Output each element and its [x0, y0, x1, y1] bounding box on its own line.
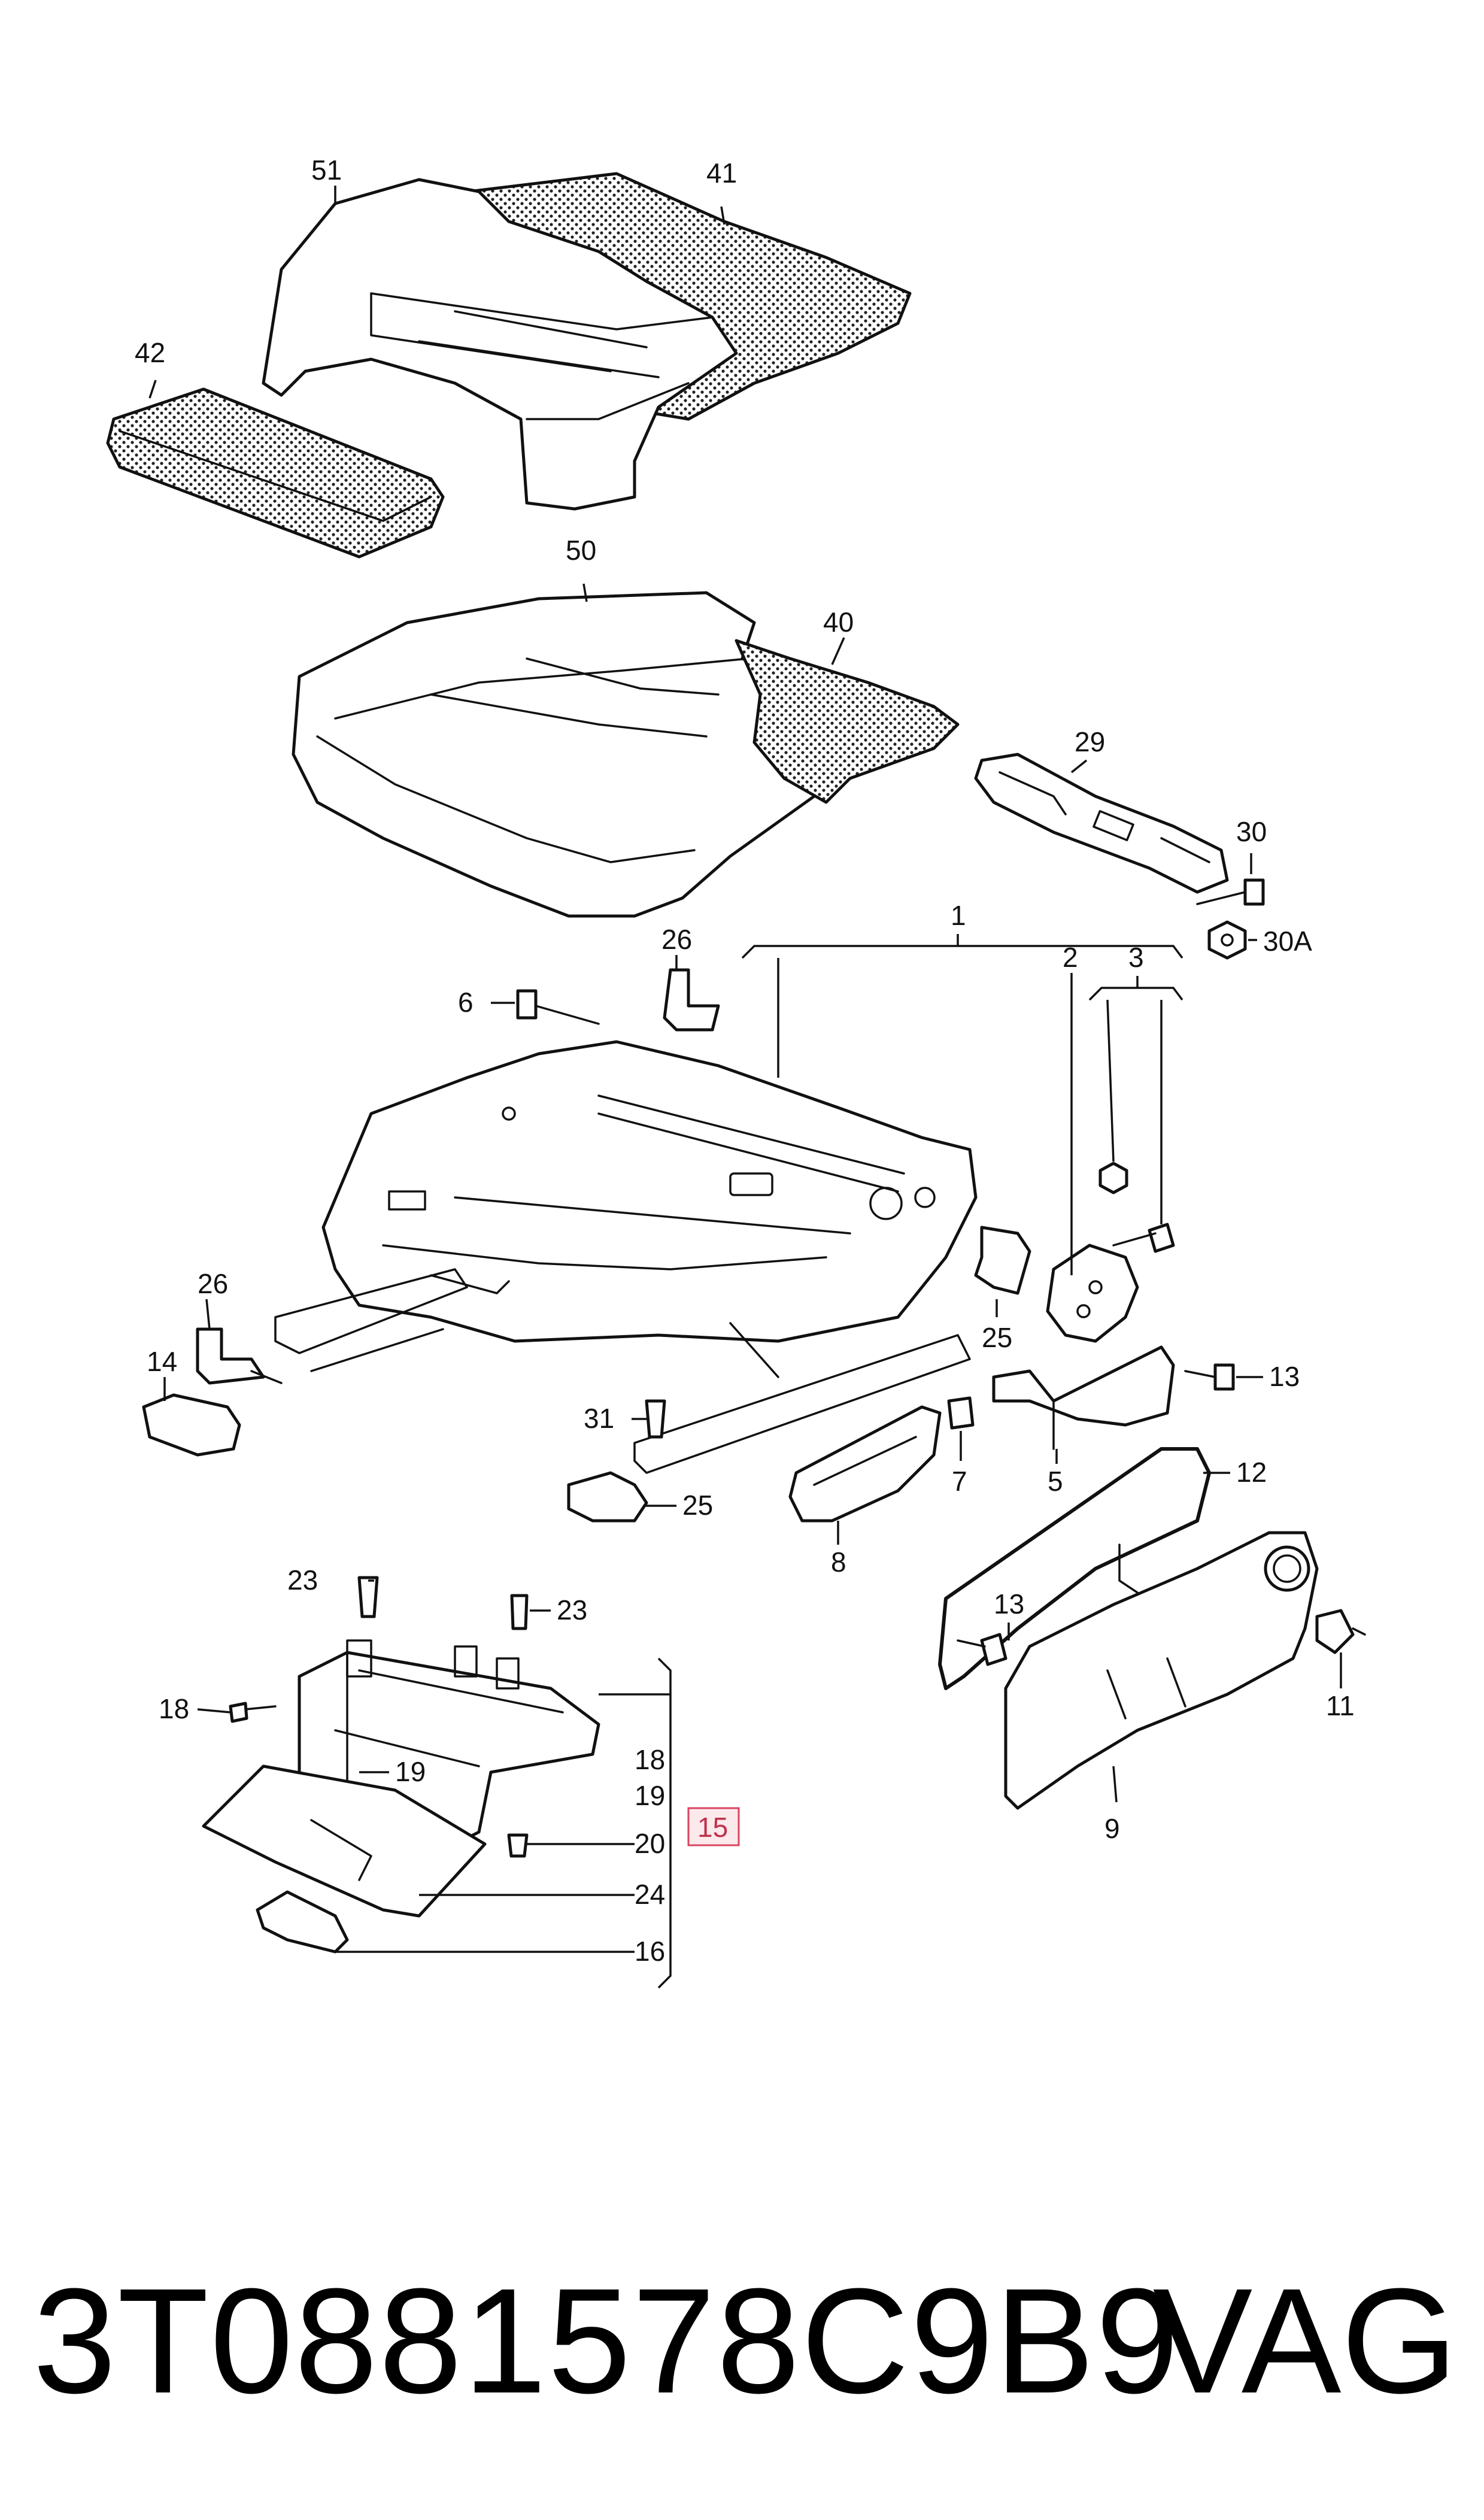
- bolt-6: [516, 989, 600, 1025]
- callout-12: 12: [1236, 1457, 1267, 1488]
- callout-1: 1: [951, 900, 966, 931]
- callout-25-right: 25: [982, 1322, 1012, 1353]
- callout-42: 42: [135, 337, 165, 368]
- part-number: 3T0881578C9B9: [33, 2257, 1180, 2424]
- callout-19-left: 19: [395, 1756, 426, 1787]
- highlighted-part-box: [687, 1807, 740, 1846]
- screw-13a: [1184, 1363, 1235, 1391]
- brand-label: VAG: [1152, 2257, 1458, 2424]
- cover-8: [788, 1405, 942, 1523]
- callout-18-right: 18: [635, 1744, 665, 1775]
- callout-8: 8: [831, 1546, 846, 1578]
- nut-3: [1098, 1162, 1128, 1194]
- drawer-24: [202, 1764, 487, 1918]
- callout-40: 40: [823, 607, 854, 638]
- bolt-20: [507, 1833, 529, 1858]
- callout-30a: 30A: [1263, 926, 1312, 957]
- seat-cover-51: [262, 178, 738, 511]
- callout-23-right: 23: [557, 1594, 587, 1626]
- callout-51: 51: [311, 154, 342, 186]
- footer: 3T0881578C9B9 VAG: [33, 2251, 1458, 2449]
- callout-5: 5: [1048, 1466, 1063, 1497]
- side-trim-9: [1004, 1531, 1319, 1810]
- bolt-3: [1112, 1223, 1175, 1253]
- callout-20: 20: [635, 1828, 665, 1859]
- callout-13-right: 13: [1269, 1361, 1300, 1392]
- callout-3: 3: [1128, 942, 1144, 973]
- callout-13-lower: 13: [994, 1588, 1024, 1620]
- callout-18-left: 18: [159, 1693, 189, 1724]
- clip-7: [947, 1396, 975, 1430]
- callout-24: 24: [635, 1879, 665, 1910]
- drawer-handle-16: [256, 1890, 349, 1954]
- callout-11: 11: [1326, 1690, 1355, 1721]
- callout-30: 30: [1236, 816, 1267, 847]
- callout-16: 16: [635, 1936, 665, 1967]
- callout-26-top: 26: [661, 924, 692, 955]
- callout-14: 14: [147, 1346, 177, 1377]
- screw-18: [229, 1702, 277, 1723]
- bracket-29: [974, 753, 1229, 894]
- screw-23a: [357, 1576, 379, 1618]
- recliner-2: [1046, 1244, 1139, 1343]
- screw-31: [645, 1399, 666, 1439]
- bracket-5: [992, 1345, 1175, 1450]
- bracket-25-right: [974, 1226, 1031, 1295]
- exploded-parts-diagram: 51 41 42 50 40 29 30 30A 1 2 3 26 6 26 1…: [106, 154, 1366, 1989]
- callout-19-right: 19: [635, 1780, 665, 1811]
- screw-23b: [510, 1594, 529, 1630]
- callout-6: 6: [458, 987, 474, 1018]
- seat-cushion-50: [292, 591, 888, 918]
- seat-pad-40: [735, 639, 960, 804]
- bracket-25-bottom: [567, 1471, 648, 1523]
- callout-25-bottom: 25: [682, 1490, 713, 1521]
- callout-15-highlighted: 15: [697, 1812, 728, 1843]
- screw-30: [1196, 878, 1265, 906]
- wire-frame-12: [938, 1447, 1211, 1690]
- nut-30a: [1207, 920, 1247, 960]
- callout-9: 9: [1104, 1813, 1120, 1844]
- screw-13b: [957, 1633, 1007, 1666]
- callout-labels: 51 41 42 50 40 29 30 30A 1 2 3 26 6 26 1…: [135, 154, 1355, 1967]
- trim-cover-14: [142, 1393, 241, 1457]
- callout-2: 2: [1063, 942, 1078, 973]
- seat-frame-1: [274, 1040, 978, 1474]
- callout-26-left: 26: [198, 1268, 228, 1299]
- callout-23-left: 23: [287, 1564, 318, 1596]
- callout-29: 29: [1075, 726, 1105, 757]
- front-cushion-42: [106, 387, 445, 559]
- callout-41: 41: [706, 157, 737, 189]
- clip-26-left: [196, 1327, 283, 1385]
- leader-lines: [148, 186, 1342, 1989]
- callout-31: 31: [584, 1403, 614, 1434]
- callout-50: 50: [566, 535, 596, 566]
- clip-26-top: [663, 968, 720, 1032]
- callout-7: 7: [952, 1466, 967, 1497]
- clip-11: [1315, 1609, 1366, 1654]
